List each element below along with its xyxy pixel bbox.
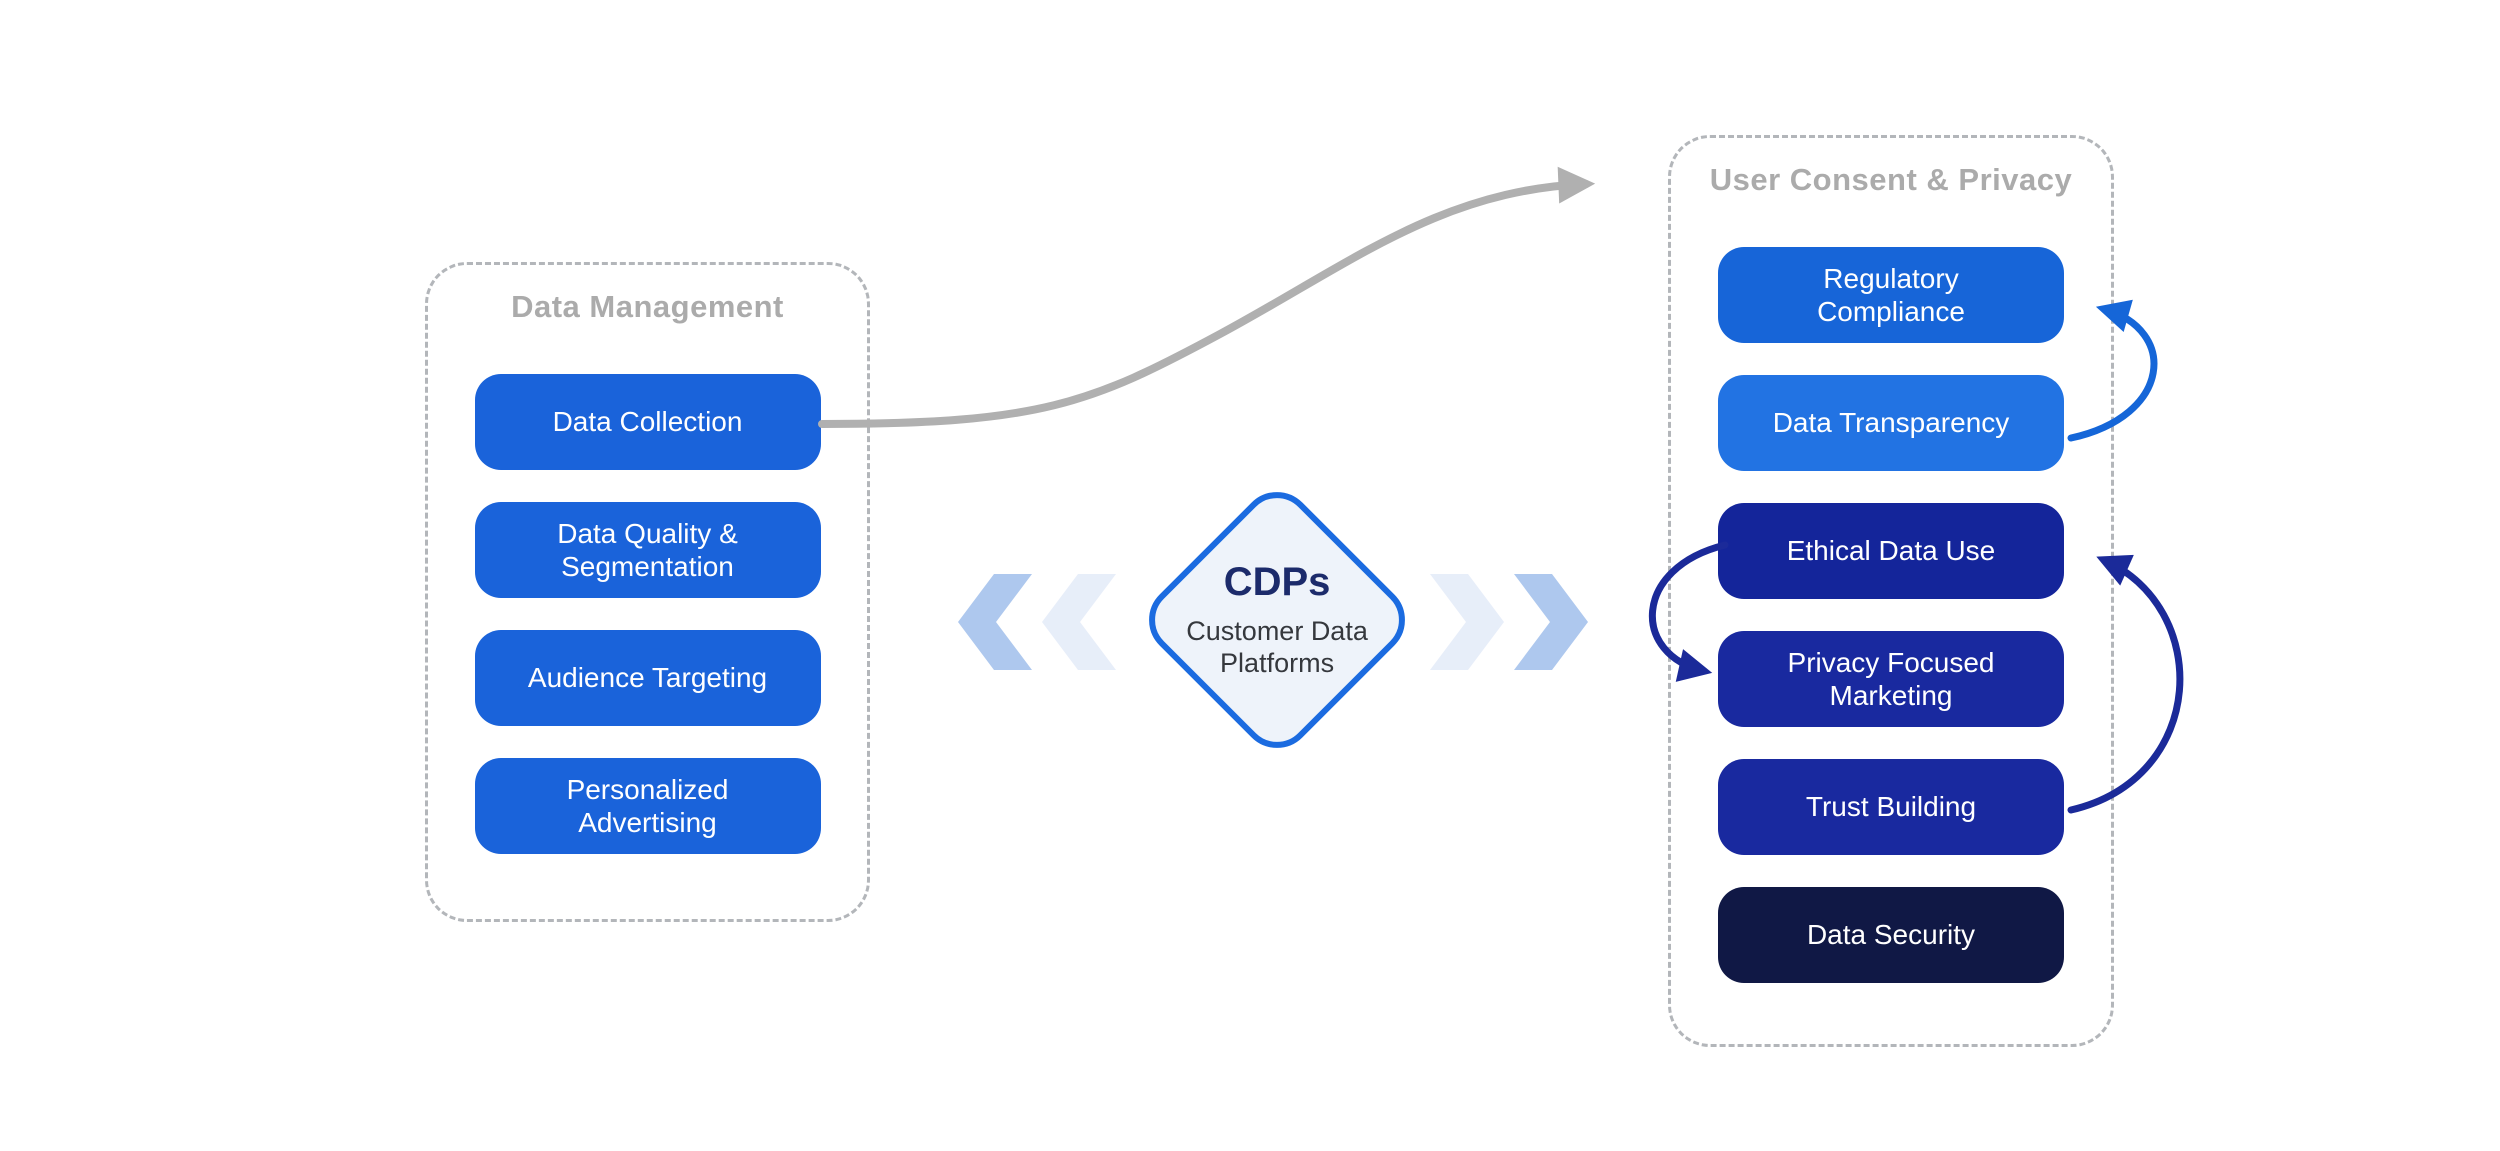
node-privacy-focused-marketing: Privacy Focused Marketing <box>1718 631 2064 727</box>
data-management-title: Data Management <box>511 289 784 324</box>
node-ethical-data-use: Ethical Data Use <box>1718 503 2064 599</box>
data-management-boxes: Data Collection Data Quality & Segmentat… <box>428 374 867 854</box>
node-trust-building: Trust Building <box>1718 759 2064 855</box>
node-data-quality-segmentation: Data Quality & Segmentation <box>474 502 821 598</box>
cdps-diamond: CDPs Customer Data Platforms <box>1134 477 1420 763</box>
flow-arrow-data-collection-to-user-consent <box>818 166 1596 428</box>
chevron-right-outer-icon <box>1514 574 1588 670</box>
user-consent-privacy-panel: User Consent & Privacy Regulatory Compli… <box>1668 135 2114 1047</box>
node-regulatory-compliance: Regulatory Compliance <box>1718 247 2064 343</box>
cdps-subtitle: Customer Data Platforms <box>1186 616 1368 679</box>
user-consent-privacy-boxes: Regulatory Compliance Data Transparency … <box>1671 247 2111 983</box>
user-consent-privacy-title: User Consent & Privacy <box>1709 162 2073 197</box>
chevron-left-outer-icon <box>958 574 1032 670</box>
cdps-title: CDPs <box>1223 560 1331 605</box>
data-management-panel: Data Management Data Collection Data Qua… <box>425 262 870 922</box>
cdps-diamond-content: CDPs Customer Data Platforms <box>1182 560 1372 680</box>
node-data-collection: Data Collection <box>474 374 821 470</box>
node-personalized-advertising: Personalized Advertising <box>474 758 821 854</box>
node-data-security: Data Security <box>1718 887 2064 983</box>
chevron-left-inner-icon <box>1042 574 1116 670</box>
chevron-right-inner-icon <box>1430 574 1504 670</box>
node-data-transparency: Data Transparency <box>1718 375 2064 471</box>
node-audience-targeting: Audience Targeting <box>474 630 821 726</box>
